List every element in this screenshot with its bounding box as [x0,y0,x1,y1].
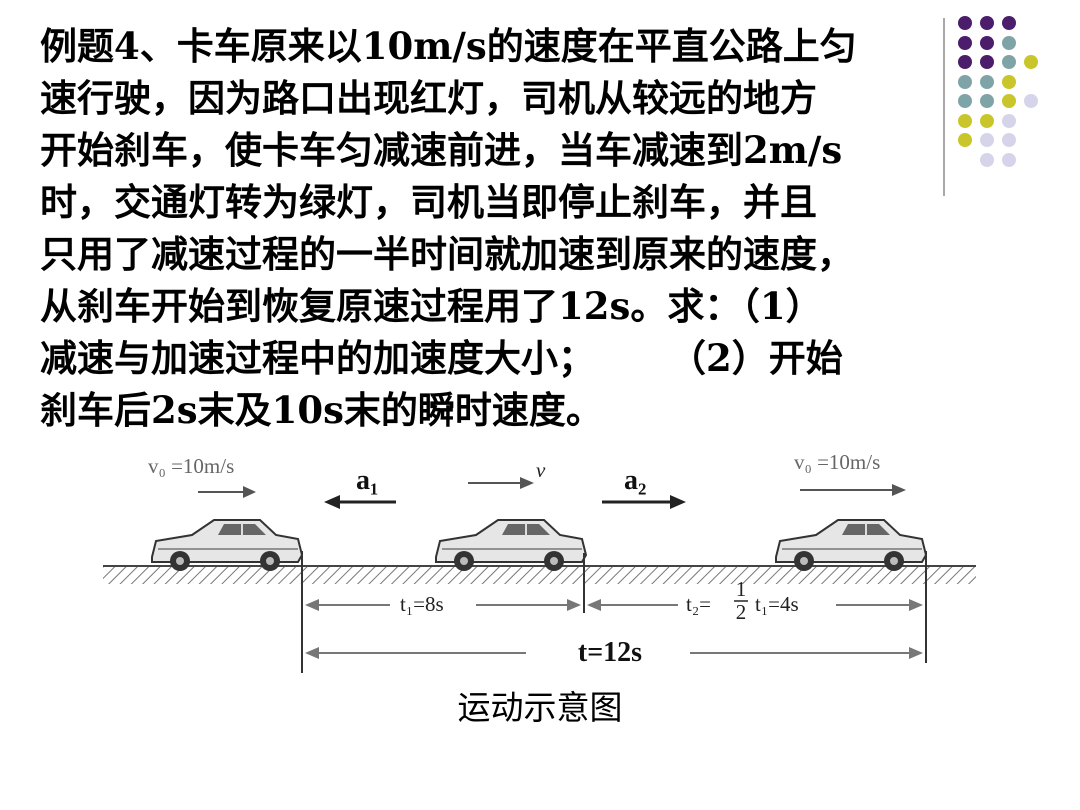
label-a2: a₂ [624,465,646,496]
label-t2-prefix: t₂= [686,592,711,616]
decorative-dot [1002,113,1016,128]
problem-line: 开始刹车，使卡车匀减速前进，当车减速到2m/s [40,128,843,172]
problem-line: 减速与加速过程中的加速度大小； （2）开始 [40,336,843,380]
arrow-v0-right-head [892,484,906,496]
label-t2-num: 1 [736,577,747,601]
decorative-dot [1002,16,1016,30]
decorative-dot [980,152,994,167]
decorative-dot [980,133,994,147]
decorative-dot [958,94,972,108]
decorative-dot [1002,55,1016,69]
motion-diagram: v₀ =10m/s a₁ v a₂ v₀ =10m/s t₁=8s t₂= 1 … [103,450,976,673]
problem-line: 速行驶，因为路口出现红灯，司机从较远的地方 [40,76,817,120]
ground-hatch [103,566,976,584]
t1-arrow-left-head [305,599,319,611]
arrow-a2-head [670,495,686,509]
decorative-dot [958,133,972,147]
decorative-dot [980,16,994,30]
arrow-a1-head [324,495,340,509]
t-arrow-right-head [909,647,923,659]
decorative-dot [1002,152,1016,167]
decorative-dot [958,113,972,128]
car-middle [435,519,587,572]
decorative-dot [1024,55,1038,69]
decorative-dot [980,113,994,128]
decorative-dot [958,35,972,50]
label-t1: t₁=8s [400,592,444,616]
problem-text: 例题4、卡车原来以10m/s的速度在平直公路上匀 速行驶，因为路口出现红灯，司机… [40,20,945,436]
decorative-dot [958,55,972,69]
decorative-dot [958,74,972,89]
arrow-v0-left-head [243,486,256,498]
label-v-mid: v [536,458,546,482]
t-arrow-left-head [305,647,319,659]
label-a1: a₁ [356,465,378,496]
problem-line: 时，交通灯转为绿灯，司机当即停止刹车，并且 [40,180,817,224]
t2-arrow-left-head [587,599,601,611]
label-t2-den: 2 [736,600,747,624]
label-t2-suffix: t₁=4s [755,592,799,616]
label-v0-left: v₀ =10m/s [148,454,234,478]
decorative-dot [1002,35,1016,50]
t1-arrow-right-head [567,599,581,611]
decorative-dot [1024,94,1038,108]
label-v0-right: v₀ =10m/s [794,450,880,474]
decorative-dot [1002,133,1016,147]
decorative-dot [1002,74,1016,89]
decorative-dot [980,74,994,89]
decorative-dot [958,16,972,30]
decorative-dot [980,55,994,69]
problem-line: 只用了减速过程的一半时间就加速到原来的速度， [40,232,854,276]
label-t-total: t=12s [578,637,642,668]
decorative-dot [1002,94,1016,108]
problem-line: 例题4、卡车原来以10m/s的速度在平直公路上匀 [40,24,857,68]
t2-arrow-right-head [909,599,923,611]
diagram-caption: 运动示意图 [457,688,623,727]
car-start [151,519,303,572]
decorative-dot [980,94,994,108]
decorative-dot [980,35,994,50]
arrow-v-mid-head [520,477,534,489]
problem-line: 刹车后2s末及10s末的瞬时速度。 [40,388,603,432]
problem-line: 从刹车开始到恢复原速过程用了12s。求：（1） [40,284,823,328]
divider-line [943,18,945,196]
car-end [775,519,927,572]
